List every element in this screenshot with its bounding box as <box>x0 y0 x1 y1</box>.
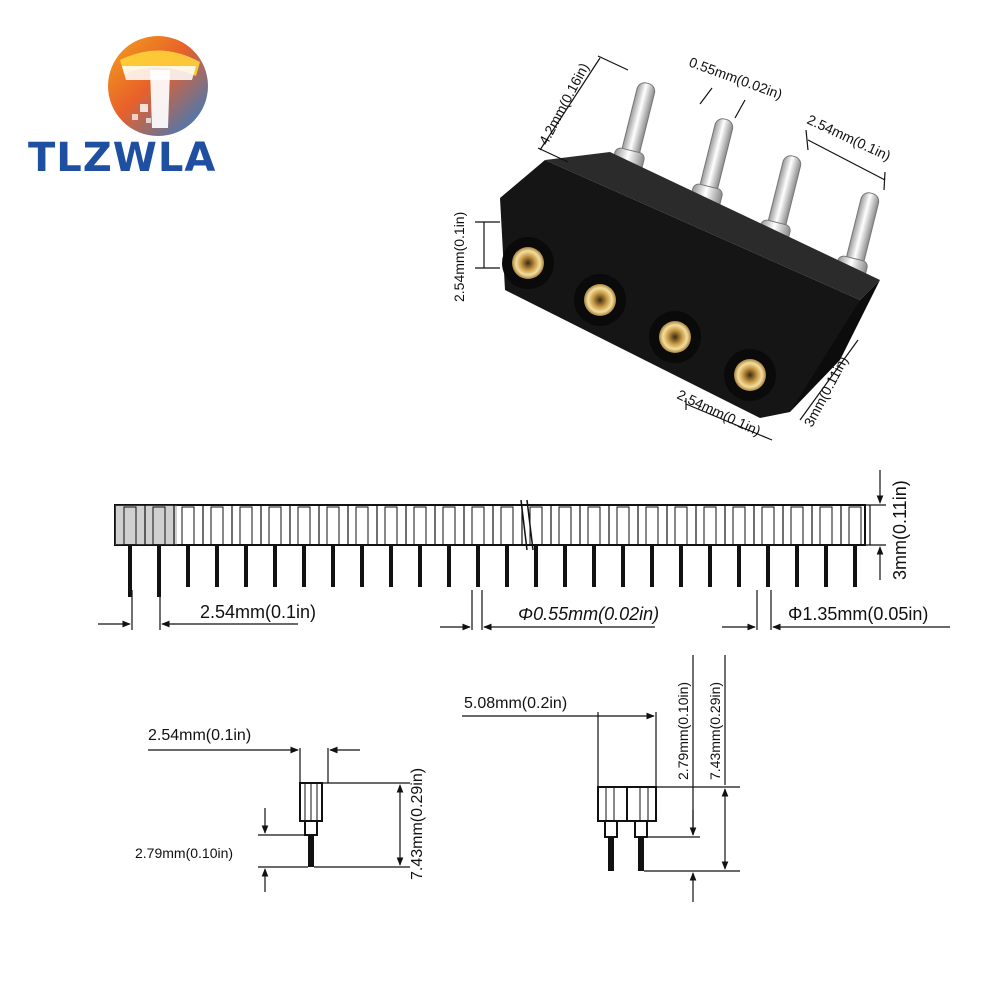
single-socket-drawing: 2.54mm(0.1in) 2.79mm(0.10in) 7.43mm(0.29… <box>135 727 426 892</box>
strip-pin <box>766 545 770 587</box>
strip-socket-cell <box>790 505 813 587</box>
strip-pins <box>123 505 871 597</box>
logo-text: TLZWLA <box>28 135 216 181</box>
strip-pin <box>679 545 683 587</box>
photo-label-side-height: 2.54mm(0.1in) <box>451 212 467 302</box>
photo-label-pin-length: 4.2mm(0.16in) <box>536 60 593 147</box>
strip-socket-cell <box>384 505 407 587</box>
strip-drawing: 2.54mm(0.1in) Φ0.55mm(0.02in) Φ1.35mm(0.… <box>98 470 950 631</box>
strip-pin <box>534 545 538 587</box>
single-label-pitch: 2.54mm(0.1in) <box>148 727 251 744</box>
photo-label-top-pitch: 2.54mm(0.1in) <box>805 111 894 164</box>
double-label-pin-length: 2.79mm(0.10in) <box>675 682 691 780</box>
strip-socket-cell <box>210 505 233 587</box>
strip-socket-cell <box>471 505 494 587</box>
strip-socket-cell <box>355 505 378 587</box>
strip-label-pin-dia: Φ0.55mm(0.02in) <box>518 604 659 624</box>
strip-socket-cell <box>761 505 784 587</box>
strip-pin <box>273 545 277 587</box>
strip-pin <box>360 545 364 587</box>
strip-socket-cell <box>442 505 465 587</box>
strip-label-height: 3mm(0.11in) <box>890 480 910 580</box>
brand-logo: TLZWLA <box>28 36 216 181</box>
photo-body <box>500 160 860 418</box>
double-socket-drawing: 5.08mm(0.2in) 2.79mm(0.10in) 7.43mm(0.29… <box>462 655 740 902</box>
strip-label-pitch: 2.54mm(0.1in) <box>200 602 316 622</box>
strip-pin <box>592 545 596 587</box>
strip-pin <box>447 545 451 587</box>
strip-pin <box>331 545 335 587</box>
strip-pin <box>737 545 741 587</box>
strip-pin <box>215 545 219 587</box>
strip-pin <box>128 545 132 597</box>
double-label-total-height: 7.43mm(0.29in) <box>707 682 723 780</box>
strip-pin <box>244 545 248 587</box>
strip-pin <box>302 545 306 587</box>
strip-pin <box>853 545 857 587</box>
strip-socket-cell <box>326 505 349 587</box>
strip-body <box>114 504 866 546</box>
strip-pin <box>418 545 422 587</box>
strip-socket-cell <box>268 505 291 587</box>
strip-socket-cell <box>819 505 842 587</box>
strip-socket-cell <box>616 505 639 587</box>
photo-label-pin-diameter: 0.55mm(0.02in) <box>687 54 785 103</box>
strip-pin <box>621 545 625 587</box>
strip-socket-cell <box>848 505 871 587</box>
strip-pin <box>505 545 509 587</box>
single-label-total-height: 7.43mm(0.29in) <box>409 768 426 880</box>
strip-socket-cell <box>413 505 436 587</box>
double-label-width: 5.08mm(0.2in) <box>464 695 567 712</box>
strip-pin <box>389 545 393 587</box>
strip-socket-cell <box>239 505 262 587</box>
strip-socket-cell <box>732 505 755 587</box>
strip-pin <box>157 545 161 597</box>
strip-pin <box>563 545 567 587</box>
strip-socket-cell <box>558 505 581 587</box>
strip-socket-cell <box>645 505 668 587</box>
strip-socket-cell <box>297 505 320 587</box>
strip-pin <box>476 545 480 587</box>
strip-pin <box>708 545 712 587</box>
strip-socket-cell <box>674 505 697 587</box>
strip-socket-cell <box>152 505 175 597</box>
strip-pin <box>824 545 828 587</box>
header-photo: 4.2mm(0.16in) 0.55mm(0.02in) 2.54mm(0.1i… <box>451 54 894 441</box>
strip-socket-cell <box>703 505 726 587</box>
strip-pin <box>186 545 190 587</box>
single-label-pin-length: 2.79mm(0.10in) <box>135 845 233 861</box>
strip-pin <box>650 545 654 587</box>
strip-socket-cell <box>123 505 146 597</box>
strip-label-socket-dia: Φ1.35mm(0.05in) <box>788 604 928 624</box>
photo-sockets <box>502 237 776 401</box>
strip-socket-cell <box>587 505 610 587</box>
strip-socket-cell <box>181 505 204 587</box>
strip-pin <box>795 545 799 587</box>
